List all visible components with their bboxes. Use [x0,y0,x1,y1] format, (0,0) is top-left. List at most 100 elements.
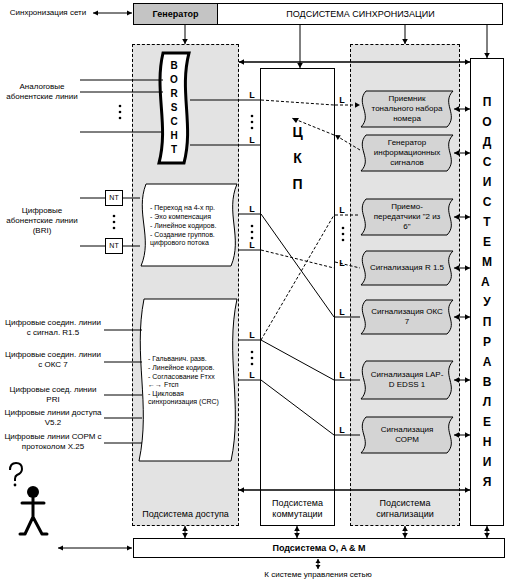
arrow-head [484,533,490,538]
text-label: Синхронизация сети [2,8,94,18]
arrow-head [454,377,459,383]
connector-line [335,215,360,216]
dot [119,117,122,120]
arrow-head [292,118,299,123]
node-label: Подсистема O, A & M [272,543,365,554]
arrow-head [465,432,470,438]
shape-outline [361,361,453,399]
text-label: Цифровые линии доступа V5.2 [2,408,104,428]
connector-line [335,135,360,150]
arrow-head [239,59,244,65]
connector-line [190,145,260,146]
arrow-head [465,106,470,112]
connector [239,59,470,65]
connector [190,100,260,101]
text-label: Цифровые абонентские линии (BRI) [4,206,80,236]
arrow-head [335,135,341,140]
node-label: Сигнализация ОКС 7 [369,307,445,327]
connector [335,380,360,381]
line-wire [80,92,163,93]
connector [294,526,300,538]
connector [182,526,188,538]
node-label: NT [109,242,118,250]
shape-outline [361,417,453,453]
connector [238,250,260,251]
vertical-label: BORSCHT [170,59,179,157]
connector [123,198,140,199]
arrow-head [484,526,490,531]
connector-line [454,317,470,318]
subsystem-panel: Подсистема доступа BORSCHT - Переход на 4-… [132,44,239,526]
connector-line [454,153,470,154]
connector-line [238,340,260,341]
connector-line [335,105,360,106]
connector-line [297,526,298,538]
dot [113,215,116,218]
node-label: Приемник тонального набора номера [369,94,445,124]
line-wire [104,443,142,444]
dot [119,105,122,108]
arrow-head [454,265,459,271]
connector [335,102,360,108]
arrow-head [58,546,63,551]
connector [335,135,360,150]
node-label: Генератор [153,9,199,20]
connector [335,435,360,436]
connector-line [238,214,260,215]
nt-box: NT [105,238,123,254]
connector [454,150,470,156]
connector-line [454,217,470,218]
arrow-head [294,526,300,531]
subsystem-panel: Подсистема сигнализацииПриемник тонально… [350,44,460,526]
connector-line [335,317,360,318]
node-label: - Цикловая синхронизация (CRC) [148,389,228,406]
user-wire [58,548,132,549]
ellipsis-dots [113,105,345,366]
connector-line [487,25,488,58]
arrow-head [182,39,188,44]
node-label: - Создание группов. цифрового потока [150,230,228,247]
connector [454,377,470,383]
shape-outline [361,300,453,334]
arrow-head [484,53,490,58]
line-wire [80,132,163,133]
connector-line [335,262,360,268]
arrow-head [402,526,408,531]
line-marker: L [337,258,347,269]
connector [454,265,470,271]
line-marker: L [247,90,257,101]
signaling-box: Сигнализация СОРМ [360,416,454,454]
connector [335,215,360,216]
connector-line [405,25,406,44]
node-label: Подсистема доступа [142,509,229,520]
arrow-head [316,559,321,563]
connector [297,25,303,68]
line-wire [104,418,142,419]
arrow-head [355,102,360,108]
dot [251,127,254,130]
shape-outline [361,251,453,285]
arrow-head [297,63,303,68]
connector-line [239,489,470,491]
line-marker: L [337,205,347,216]
text-label: Цифровые линии СОРМ с протоколом X.25 [2,432,104,452]
arrow-head [316,565,321,569]
node-label: Приемо-передатчики "2 из 6" [369,202,445,232]
arrow-head [127,11,132,16]
arrow-head [239,487,244,493]
wire-group [58,13,334,569]
connector-line [238,250,260,251]
signaling-box: Сигнализация R 1.5 [360,250,454,286]
connector-line [300,25,301,68]
node-label: - Переход на 4-х пр. [150,203,228,212]
connector [484,526,490,538]
signaling-box: Приемо-передатчики "2 из 6" [360,198,454,236]
operator-figure [10,463,47,534]
text-label: Цифровые соедин. линии с сигнал. R1.5 [2,318,104,338]
connector [123,246,140,247]
connector-line [123,198,140,199]
nt-box: NT [105,190,123,206]
dot [119,111,122,114]
